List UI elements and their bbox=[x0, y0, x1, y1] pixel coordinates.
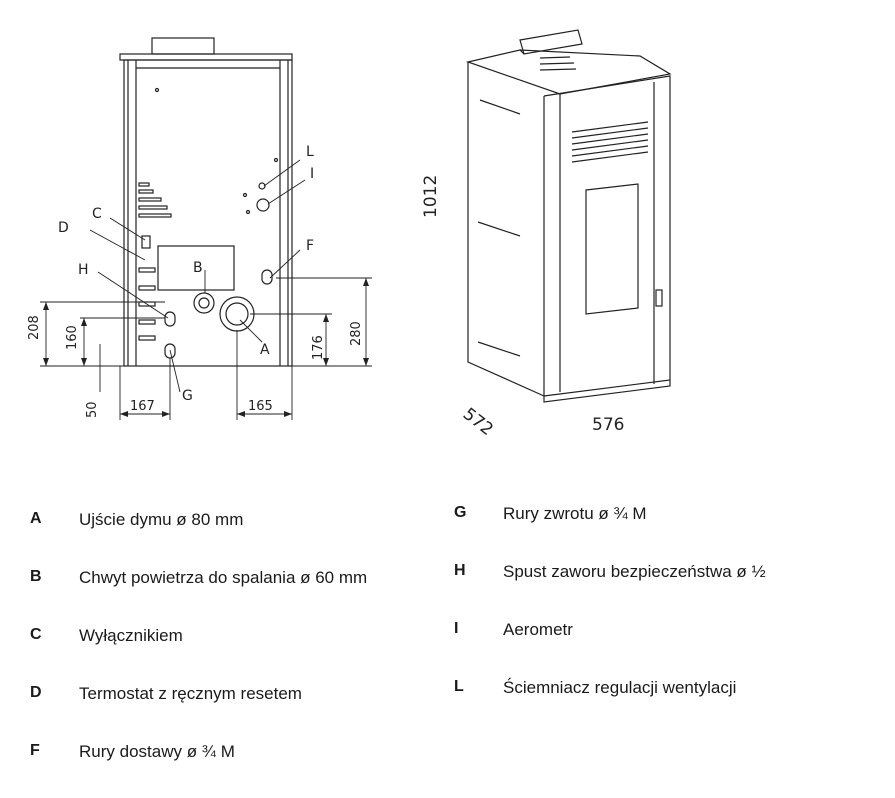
legend-key: D bbox=[30, 684, 42, 701]
legend-desc: Spust zaworu bezpieczeństwa ø ½ bbox=[503, 562, 766, 581]
legend-key: A bbox=[30, 510, 42, 527]
legend-desc: Ściemniacz regulacji wentylacji bbox=[503, 678, 737, 697]
legend-desc: Termostat z ręcznym resetem bbox=[79, 684, 302, 703]
legend-key: C bbox=[30, 626, 42, 643]
legend-key: G bbox=[454, 504, 467, 521]
label-A: A bbox=[260, 342, 270, 358]
label-G: G bbox=[182, 388, 193, 404]
stove-3d-view bbox=[465, 29, 672, 403]
label-H: H bbox=[78, 262, 89, 278]
diagram-letters: L I C D F B H A G bbox=[58, 144, 314, 404]
dim-176: 176 bbox=[311, 335, 326, 360]
label-D: D bbox=[58, 220, 69, 236]
dimension-values: 208 160 50 167 165 176 280 1012 572 576 bbox=[27, 175, 624, 440]
label-F: F bbox=[306, 238, 314, 254]
label-B: B bbox=[193, 260, 203, 276]
dim-167: 167 bbox=[130, 399, 155, 414]
dim-160: 160 bbox=[65, 325, 80, 350]
legend-key: H bbox=[454, 562, 466, 579]
legend-desc: Ujście dymu ø 80 mm bbox=[79, 510, 244, 529]
dim-height-1012: 1012 bbox=[421, 175, 441, 218]
dim-165: 165 bbox=[248, 399, 273, 414]
dim-280: 280 bbox=[349, 321, 364, 346]
label-I: I bbox=[310, 166, 314, 182]
dim-50: 50 bbox=[85, 401, 100, 418]
legend-key: B bbox=[30, 568, 42, 585]
dim-width-576: 576 bbox=[592, 415, 624, 435]
rear-view bbox=[119, 37, 293, 367]
legend-desc: Aerometr bbox=[503, 620, 573, 639]
label-L: L bbox=[306, 144, 314, 160]
legend-desc: Rury dostawy ø ¾ M bbox=[79, 742, 235, 761]
technical-drawing: L I C D F B H A G 208 160 50 167 165 176… bbox=[27, 29, 672, 440]
legend-desc: Chwyt powietrza do spalania ø 60 mm bbox=[79, 568, 368, 587]
dim-depth-572: 572 bbox=[459, 404, 497, 440]
legend-desc: Rury zwrotu ø ¾ M bbox=[503, 504, 647, 523]
legend-key: L bbox=[454, 678, 464, 695]
legend-key: I bbox=[454, 620, 459, 637]
label-C: C bbox=[92, 206, 102, 222]
dim-208: 208 bbox=[27, 315, 42, 340]
legend-desc: Wyłącznikiem bbox=[79, 626, 183, 645]
legend-key: F bbox=[30, 742, 40, 759]
